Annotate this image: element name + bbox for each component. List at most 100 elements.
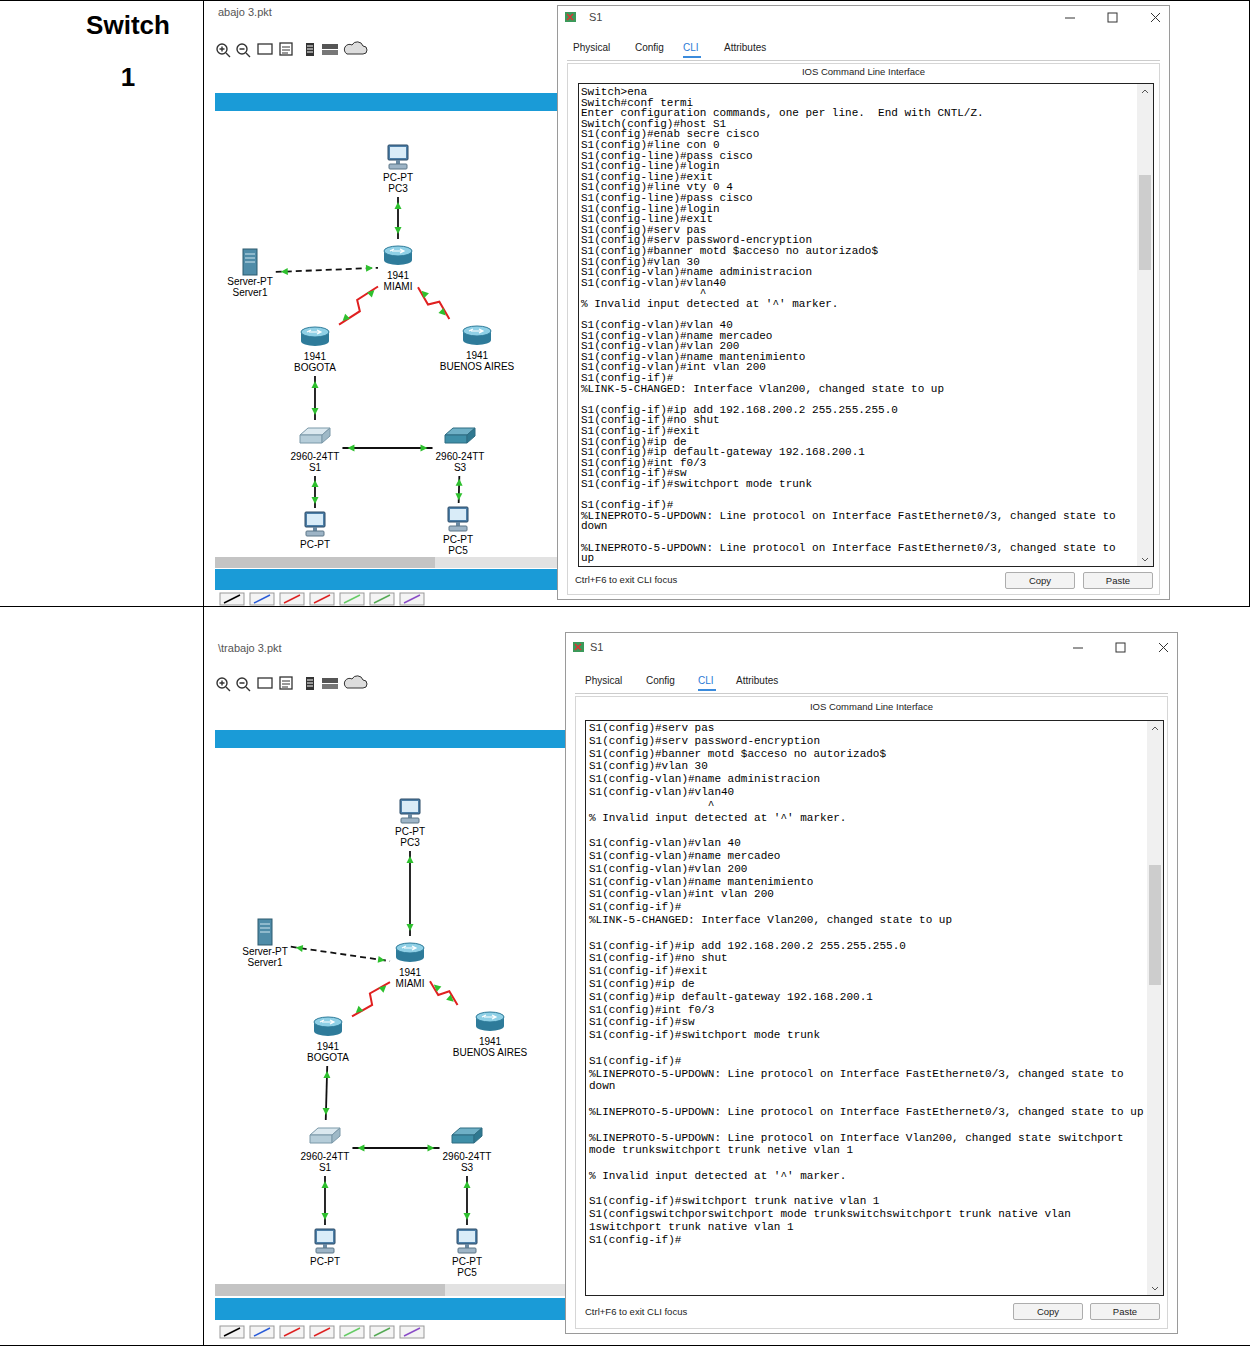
srv-icon <box>248 918 282 946</box>
cli-window-frame <box>566 633 1178 1334</box>
console-line: S1(config-if)#no shut <box>589 952 1144 965</box>
window-button: Copy <box>1013 1303 1083 1320</box>
console-line: S1(config)#vlan 30 <box>589 760 1144 773</box>
console-line: S1(config)#int f0/3 <box>589 1004 1144 1017</box>
console-line: S1(config-vlan)#vlan 200 <box>581 341 1133 352</box>
link-light <box>434 985 442 992</box>
device-label: Server-PT <box>227 276 273 287</box>
blue-bar <box>215 93 560 111</box>
button-label: Copy <box>1029 575 1051 586</box>
window-label: S1 <box>589 11 602 23</box>
device-label: PC-PT <box>383 172 413 183</box>
link-light <box>463 1213 470 1220</box>
link-light <box>446 995 454 1002</box>
console-line: S1(config-if)#sw <box>589 1016 1144 1029</box>
device-label: MIAMI <box>384 281 413 292</box>
packet-tracer-workspace: abajo 3.pktPC-PTPC3Server-PTServer11941M… <box>215 0 560 605</box>
device-label: Server-PT <box>242 946 288 957</box>
console-line: S1(config-if)#ip add 192.168.200.2 255.2… <box>589 940 1144 953</box>
rt-icon <box>381 242 415 270</box>
console-line: S1(config-vlan)#name administracion <box>589 773 1144 786</box>
console-line: %LINEPROTO-5-UPDOWN: Line protocol on In… <box>589 1132 1144 1158</box>
sw1-icon <box>308 1123 342 1151</box>
link-light <box>366 265 373 272</box>
device-label: Server1 <box>247 957 282 968</box>
console-line: S1(config-if)#sw <box>581 468 1133 479</box>
device-label: PC-PT <box>452 1256 482 1267</box>
cli-window: S1PhysicalConfigCLIAttributesIOS Command… <box>565 632 1178 1334</box>
toolbar-icons <box>217 676 367 691</box>
link-light <box>407 856 414 863</box>
link-light <box>343 314 350 321</box>
device-label: PC3 <box>388 183 407 194</box>
network-device: 2960-24TTS1 <box>301 1123 350 1173</box>
link-light <box>311 408 318 415</box>
window-button: Paste <box>1083 572 1153 589</box>
window-label: Attributes <box>736 675 778 686</box>
console-line: S1(config-if)#switchport trunk native vl… <box>589 1195 1144 1208</box>
console-line: Switch(config)#host S1 <box>581 119 1133 130</box>
device-label: S1 <box>309 462 321 473</box>
device-label: Server1 <box>232 287 267 298</box>
network-device: PC-PTPC5 <box>441 506 475 556</box>
file-name: \trabajo 3.pkt <box>218 642 282 654</box>
device-label: S1 <box>319 1162 331 1173</box>
console-line: S1(config-vlan)#vlan40 <box>581 278 1133 289</box>
network-device: 1941BUENOS AIRES <box>453 1008 527 1058</box>
console-line: S1(config-vlan)#int vlan 200 <box>581 362 1133 373</box>
window-label: Physical <box>573 42 610 53</box>
rt-icon <box>311 1013 345 1041</box>
link-light <box>321 1181 328 1188</box>
cell-heading: Switch <box>86 10 170 40</box>
cli-window-frame <box>558 6 1170 600</box>
console-line: S1(config-if)# <box>581 373 1133 384</box>
link-light <box>378 956 385 963</box>
console-line: S1(config)#serv pas <box>589 722 1144 735</box>
console-line: S1(configswitchporswitchport mode trunks… <box>589 1208 1144 1234</box>
console-line: S1(config)#banner motd $acceso no autori… <box>589 748 1144 761</box>
console-line: S1(config-vlan)#int vlan 200 <box>589 888 1144 901</box>
device-label: S3 <box>454 462 466 473</box>
console-line: S1(config-if)# <box>581 500 1133 511</box>
network-device: PC-PTPC5 <box>450 1228 484 1278</box>
table-cell: Switch 1 <box>53 1 203 606</box>
network-device: PC-PTPC3 <box>381 144 415 194</box>
window-button: Paste <box>1090 1303 1160 1320</box>
window-label: IOS Command Line Interface <box>565 701 1178 712</box>
packet-tracer-workspace: \trabajo 3.pktPC-PTPC3Server-PTServer119… <box>215 632 565 1346</box>
link-light <box>379 985 387 992</box>
network-device: Server-PTServer1 <box>227 248 273 298</box>
link-light <box>311 480 318 487</box>
link-light <box>421 445 428 452</box>
button-label: Paste <box>1113 1306 1137 1317</box>
device-label: BOGOTA <box>294 362 336 373</box>
blue-bar <box>215 1298 565 1320</box>
console-line: Enter configuration commands, one per li… <box>581 108 1133 119</box>
network-device: 2960-24TTS1 <box>291 423 340 473</box>
network-device: 1941MIAMI <box>381 242 415 292</box>
device-label: 1941 <box>304 351 326 362</box>
cli-console: Switch>enaSwitch#conf termiEnter configu… <box>578 83 1133 566</box>
sw3-icon <box>443 423 477 451</box>
link-light <box>407 924 414 931</box>
link-light <box>422 291 429 298</box>
pc-icon <box>441 506 475 534</box>
device-label: 1941 <box>387 270 409 281</box>
workspace-screenshot <box>215 676 565 1338</box>
window-label: Ctrl+F6 to exit CLI focus <box>585 1306 687 1317</box>
console-line: %LINEPROTO-5-UPDOWN: Line protocol on In… <box>589 1106 1144 1119</box>
network-device: 2960-24TTS3 <box>436 423 485 473</box>
scroll-thumb <box>215 557 435 568</box>
console-line: %LINEPROTO-5-UPDOWN: Line protocol on In… <box>581 543 1133 564</box>
console-line: S1(config-if)#switchport mode trunk <box>581 479 1133 490</box>
cli-window: S1PhysicalConfigCLIAttributesIOS Command… <box>557 5 1170 600</box>
device-label: BOGOTA <box>307 1052 349 1063</box>
console-line: S1(config-line)#login <box>581 161 1133 172</box>
ethernet-link <box>409 851 411 936</box>
link-light <box>356 1006 364 1013</box>
console-line: ^ <box>708 799 1144 812</box>
cell-heading: 1 <box>121 62 135 92</box>
link-light <box>323 1108 330 1115</box>
console-line: S1(config)#enab secre cisco <box>581 129 1133 140</box>
